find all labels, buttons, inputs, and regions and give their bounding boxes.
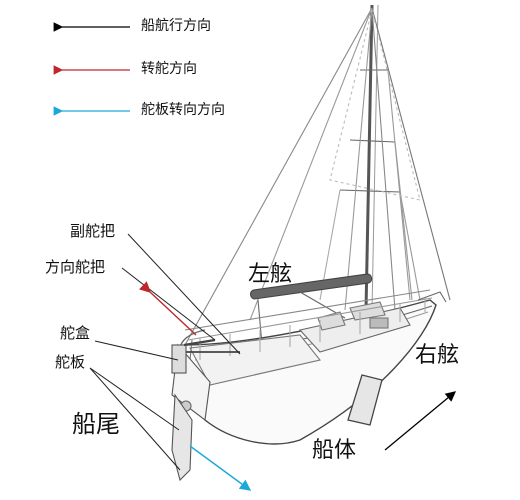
keel	[347, 374, 383, 426]
leader-rudder-box	[94, 340, 179, 361]
leader-lines	[89, 233, 241, 471]
main-tiller	[183, 338, 216, 347]
cockpit	[189, 334, 321, 386]
sailboat	[171, 4, 451, 482]
label-port: 左舷	[248, 262, 293, 287]
spreader-low	[339, 189, 401, 193]
rudder-blade	[171, 393, 193, 482]
label-rudder-blade: 舵板	[55, 353, 86, 371]
leader-aux-tiller	[127, 233, 241, 355]
label-rudder-box: 舵盒	[60, 324, 91, 342]
label-stern: 船尾	[72, 410, 120, 438]
boom	[250, 273, 373, 300]
backstay	[184, 7, 373, 346]
label-hull: 船体	[312, 438, 357, 463]
leader-rudder-blade	[89, 367, 180, 431]
turn-direction-arrow-icon	[139, 281, 197, 336]
leader-stern-from-blade	[89, 367, 181, 471]
legend-label-turn-direction: 转舵方向	[141, 61, 197, 77]
label-tiller: 方向舵把	[45, 258, 106, 276]
label-starboard: 右舷	[415, 343, 460, 368]
spreader-mid	[349, 139, 396, 143]
rudder-direction-arrow-icon	[189, 445, 252, 491]
mast	[364, 4, 374, 311]
sailing-direction-arrow-icon	[384, 391, 457, 451]
legend-label-sailing-direction: 船航行方向	[141, 18, 211, 34]
label-aux-tiller: 副舵把	[70, 222, 116, 240]
forestay	[371, 7, 451, 301]
leader-tiller	[121, 267, 216, 341]
legend-label-rudder-direction: 舵板转向方向	[141, 102, 225, 118]
